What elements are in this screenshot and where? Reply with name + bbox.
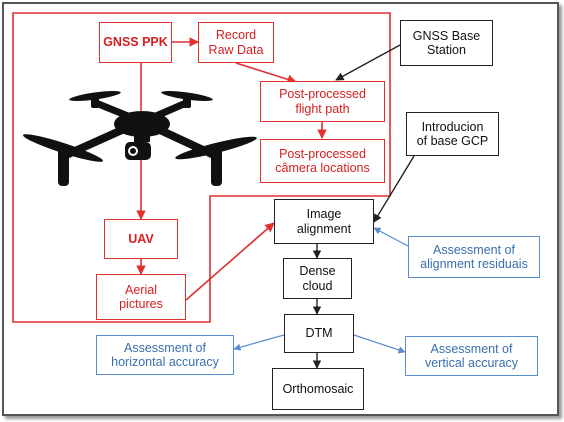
assessment-vertical-accuracy-box: Assessment of vertical accuracy: [405, 336, 538, 376]
drone-icon: [23, 90, 257, 186]
arrow-record-to-flightpath: [235, 62, 297, 84]
gnss-base-station-box: GNSS Base Station: [400, 20, 493, 66]
arrow-gcp-to-alignment: [373, 155, 415, 223]
arrow-assess-align: [373, 227, 409, 247]
post-processed-flight-path-box: Post-processed flight path: [260, 81, 385, 122]
arrow-assess-vert: [353, 334, 406, 354]
red-enclosure: [12, 12, 391, 323]
aerial-pictures-box: Aerial pictures: [96, 274, 186, 320]
dtm-box: DTM: [284, 314, 354, 353]
assessment-alignment-residuals-box: Assessment of alignment residuais: [408, 236, 540, 278]
record-raw-data-box: Record Raw Data: [198, 22, 274, 63]
arrow-aerial-to-alignment: [185, 222, 275, 301]
arrow-base-to-flightpath: [335, 44, 401, 81]
introduction-base-gcp-box: Introducion of base GCP: [406, 112, 499, 156]
image-alignment-box: Image alignment: [274, 199, 374, 244]
gnss-ppk-box: GNSS PPK: [99, 22, 172, 63]
orthomosaic-box: Orthomosaic: [272, 368, 364, 410]
arrow-assess-horiz: [233, 334, 285, 351]
assessment-horizontal-accuracy-box: Assessment of horizontal accuracy: [96, 335, 234, 375]
uav-box: UAV: [104, 219, 178, 259]
dense-cloud-box: Dense cloud: [283, 258, 352, 299]
post-processed-camera-locations-box: Post-processed câmera locations: [260, 139, 385, 183]
